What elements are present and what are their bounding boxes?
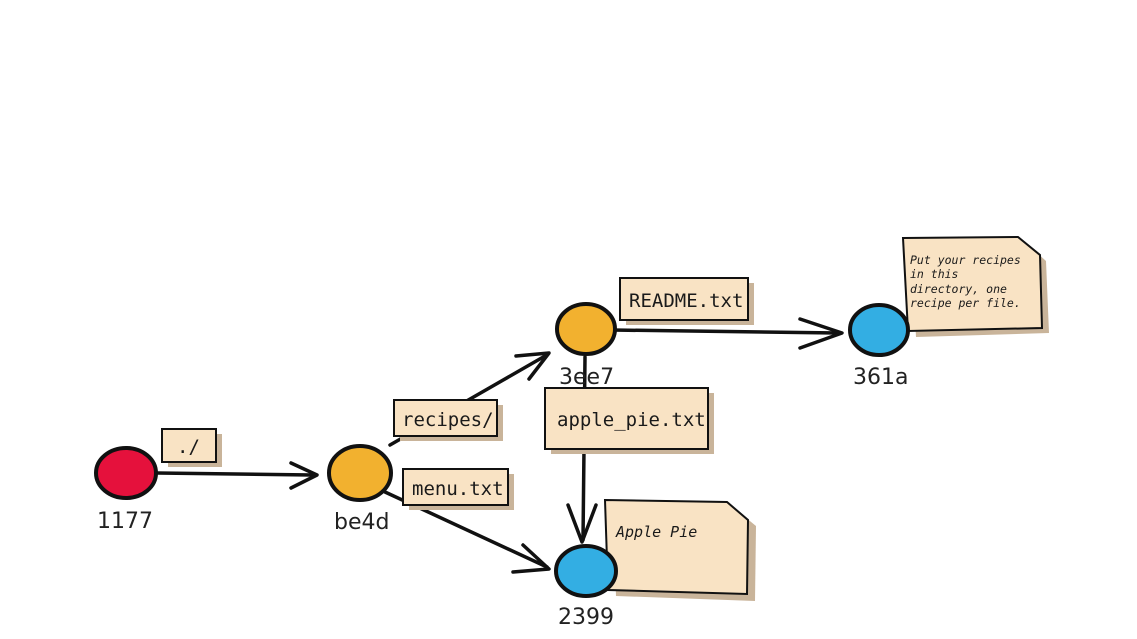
readme-blob-id: 361a xyxy=(853,365,908,390)
readme-blob-node xyxy=(848,303,910,357)
apple-pie-content-note: Apple Pie xyxy=(603,498,756,601)
label-menu: menu.txt xyxy=(402,468,514,510)
apple-pie-blob-id: 2399 xyxy=(558,605,614,630)
label-apple-pie-text: apple_pie.txt xyxy=(557,409,706,431)
readme-note-line-2: in this xyxy=(910,267,959,281)
recipes-tree-id: 3ee7 xyxy=(559,365,614,390)
edge-recipes-to-readme-blob xyxy=(610,317,844,350)
root-tree-node xyxy=(327,444,393,502)
readme-note-line-1: Put your recipes xyxy=(910,253,1021,267)
commit-id: 1177 xyxy=(97,509,153,534)
label-readme: README.txt xyxy=(619,277,754,325)
label-recipes: recipes/ xyxy=(393,399,503,441)
commit-node xyxy=(94,446,158,500)
readme-note-line-4: recipe per file. xyxy=(910,296,1021,310)
readme-note-text: Put your recipes in this directory, one … xyxy=(910,253,1028,310)
label-root-text: ./ xyxy=(177,436,200,458)
label-recipes-text: recipes/ xyxy=(402,409,494,431)
root-tree-id: be4d xyxy=(334,510,389,535)
apple-pie-note-text: Apple Pie xyxy=(615,523,697,541)
readme-content-note: Put your recipes in this directory, one … xyxy=(901,235,1049,337)
recipes-tree-node xyxy=(555,302,617,356)
label-readme-text: README.txt xyxy=(629,290,743,312)
edge-commit-to-root-tree xyxy=(155,461,319,490)
label-menu-text: menu.txt xyxy=(412,478,504,500)
readme-note-line-3: directory, one xyxy=(910,282,1007,296)
apple-pie-blob-node xyxy=(554,544,618,598)
label-apple-pie: apple_pie.txt xyxy=(544,387,714,454)
label-root: ./ xyxy=(161,428,222,467)
